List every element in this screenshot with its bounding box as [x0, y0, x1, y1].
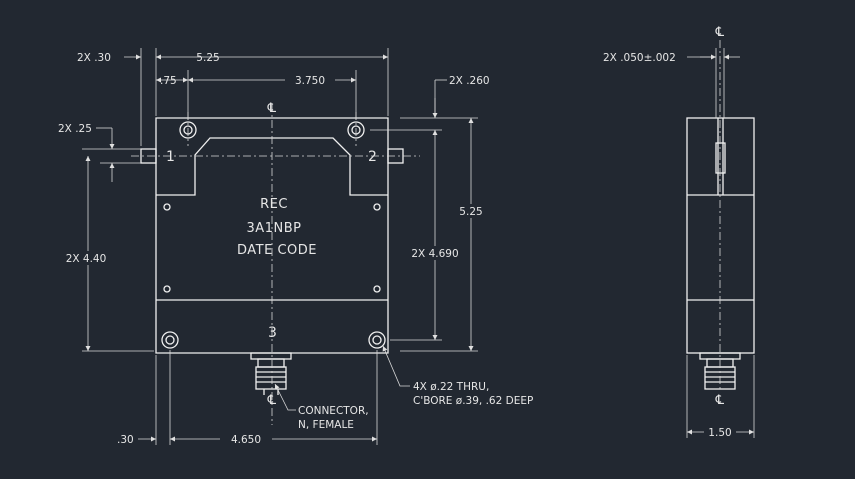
centerline-symbol-side-bottom: ℄ [715, 393, 725, 408]
dim-top-width: 5.25 [196, 52, 219, 64]
dim-pin-height: 2X .25 [58, 123, 92, 135]
n-connector [250, 352, 292, 395]
centerline-symbol-front-bottom: ℄ [267, 393, 277, 408]
body-text-line-2: 3A1NBP [247, 221, 302, 236]
note-connector-line-1: CONNECTOR, [298, 405, 369, 417]
centerline-symbol-front-top: ℄ [267, 101, 277, 116]
dim-pin-offset-left: 2X .30 [77, 52, 111, 64]
dim-top-offset-right: 2X .260 [449, 75, 490, 87]
side-body-outline [686, 117, 755, 354]
dim-side-depth: 1.50 [708, 427, 731, 439]
dim-hole-spacing-vertical: 2X 4.690 [411, 248, 458, 260]
pin-2-label: 2 [368, 149, 377, 165]
body-text-line-1: REC [260, 197, 288, 212]
cover-screws [163, 203, 381, 293]
pin-1-label: 1 [166, 149, 175, 165]
side-view: ℄ ℄ 2X .050±.002 1.50 [603, 25, 755, 439]
dim-hole-spacing-top: 3.750 [295, 75, 325, 87]
mounting-hole-bottom-left [161, 331, 179, 349]
front-dimensions: 5.25 2X .30 .75 3.750 2X .260 2X 4.690 5… [58, 48, 533, 446]
dim-right-height: 5.25 [459, 206, 482, 218]
dim-bottom-left-offset: .30 [117, 434, 134, 446]
note-connector-line-2: N, FEMALE [298, 419, 354, 431]
mounting-hole-bottom-right [368, 331, 386, 349]
front-top-recess [156, 137, 388, 196]
body-text-line-3: DATE CODE [237, 243, 317, 258]
note-holes-line-1: 4X ø.22 THRU, [413, 381, 489, 393]
front-view: 1 2 3 REC 3A1NBP DATE CODE ℄ ℄ [131, 101, 420, 425]
front-body-outline [155, 117, 389, 354]
dim-pin-vertical: 2X 4.40 [66, 253, 107, 265]
note-holes-line-2: C'BORE ø.39, .62 DEEP [413, 395, 533, 407]
pin-3-label: 3 [268, 325, 277, 341]
centerline-symbol-side-top: ℄ [715, 25, 725, 40]
dim-hole-edge-offset: .75 [160, 75, 177, 87]
pin-1-stub [140, 148, 157, 164]
dim-tab-thickness: 2X .050±.002 [603, 52, 676, 64]
dim-hole-spacing-bottom: 4.650 [231, 434, 261, 446]
